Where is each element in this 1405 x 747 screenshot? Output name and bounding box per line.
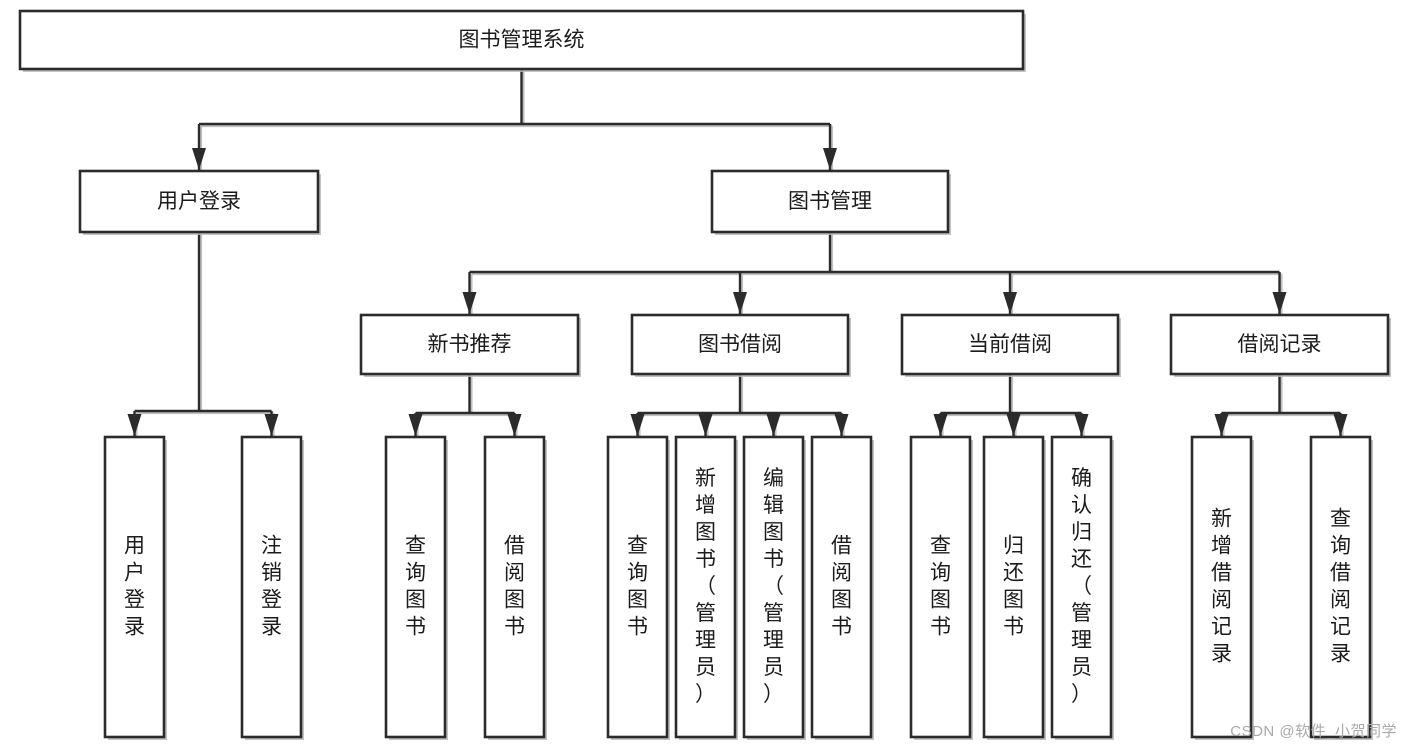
node-label: 图书管理系统: [459, 29, 585, 52]
node-leaf-6[interactable]: 编辑图书（管理员）: [742, 435, 806, 740]
connector-layer: [127, 69, 1348, 438]
node-leaf-12[interactable]: 查询借阅记录: [1309, 435, 1373, 740]
node-leaf-11[interactable]: 新增借阅记录: [1190, 435, 1254, 740]
node-leaf-0[interactable]: 用户登录: [103, 435, 167, 740]
node-level2-2[interactable]: 当前借阅: [900, 313, 1121, 377]
node-leaf-2[interactable]: 查询图书: [384, 435, 448, 740]
node-label: 查询图书: [930, 535, 951, 639]
node-label: 用户登录: [124, 535, 145, 639]
node-leaf-3[interactable]: 借阅图书: [483, 435, 547, 740]
node-leaf-5[interactable]: 新增图书（管理员）: [674, 435, 738, 740]
node-label: 注销登录: [261, 535, 282, 639]
node-label: 用户登录: [157, 190, 241, 213]
node-label: 新书推荐: [428, 333, 512, 356]
node-level2-0[interactable]: 新书推荐: [359, 313, 581, 377]
node-label: 确认归还（管理员）: [1071, 467, 1092, 706]
node-label: 借阅图书: [831, 535, 852, 639]
node-leaf-1[interactable]: 注销登录: [240, 435, 304, 740]
node-leaf-9[interactable]: 归还图书: [982, 435, 1046, 740]
node-level1-0[interactable]: 用户登录: [78, 169, 321, 235]
node-label: 新增图书（管理员）: [695, 467, 716, 706]
node-label: 查询图书: [405, 535, 426, 639]
node-leaf-10[interactable]: 确认归还（管理员）: [1050, 435, 1114, 740]
node-level2-3[interactable]: 借阅记录: [1169, 313, 1391, 377]
node-layer: 图书管理系统用户登录图书管理新书推荐图书借阅当前借阅借阅记录用户登录注销登录查询…: [18, 9, 1391, 740]
node-leaf-8[interactable]: 查询图书: [909, 435, 973, 740]
node-root-图书管理系统[interactable]: 图书管理系统: [18, 9, 1026, 72]
node-label: 查询借阅记录: [1330, 508, 1351, 666]
node-leaf-7[interactable]: 借阅图书: [810, 435, 874, 740]
node-label: 当前借阅: [968, 333, 1052, 356]
watermark-text: CSDN @软件_小贺同学: [1230, 723, 1397, 740]
node-label: 查询图书: [627, 535, 648, 639]
node-level2-1[interactable]: 图书借阅: [630, 313, 851, 377]
node-label: 借阅记录: [1238, 333, 1322, 356]
node-label: 图书管理: [788, 190, 872, 213]
node-label: 归还图书: [1003, 535, 1024, 639]
node-label: 借阅图书: [504, 535, 525, 639]
node-label: 图书借阅: [698, 333, 782, 356]
node-leaf-4[interactable]: 查询图书: [606, 435, 670, 740]
node-label: 新增借阅记录: [1211, 508, 1232, 666]
node-level1-1[interactable]: 图书管理: [710, 169, 951, 235]
node-label: 编辑图书（管理员）: [763, 467, 784, 706]
